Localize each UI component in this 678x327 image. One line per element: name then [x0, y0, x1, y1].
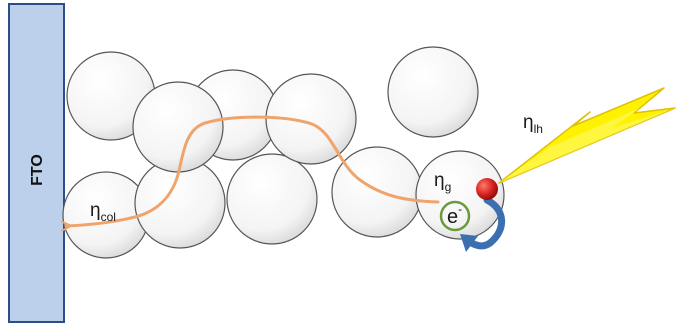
light-harvesting-efficiency-label: ηlh [523, 112, 543, 136]
nanoparticle [226, 153, 318, 245]
nanoparticle [265, 73, 357, 165]
curved-arrow-icon [460, 196, 506, 252]
nanoparticle [331, 146, 423, 238]
nanoparticle-film [62, 46, 505, 259]
electron: e- [439, 200, 471, 232]
generation-efficiency-label: ηg [434, 170, 451, 194]
collection-efficiency-label: ηcol [90, 200, 116, 224]
nanoparticle-dyed [415, 150, 505, 240]
fto-label: FTO [29, 154, 46, 186]
electron-label: e- [447, 202, 462, 228]
nanoparticle [132, 81, 224, 173]
nanoparticle [387, 46, 479, 138]
electron-ring [439, 200, 471, 232]
fto-electrode: FTO [8, 3, 65, 323]
electron-transport-path [66, 115, 440, 226]
lightning-bolt-icon [498, 87, 676, 184]
dye-molecule-icon [476, 178, 498, 200]
fto-electrode-bar [8, 3, 65, 323]
